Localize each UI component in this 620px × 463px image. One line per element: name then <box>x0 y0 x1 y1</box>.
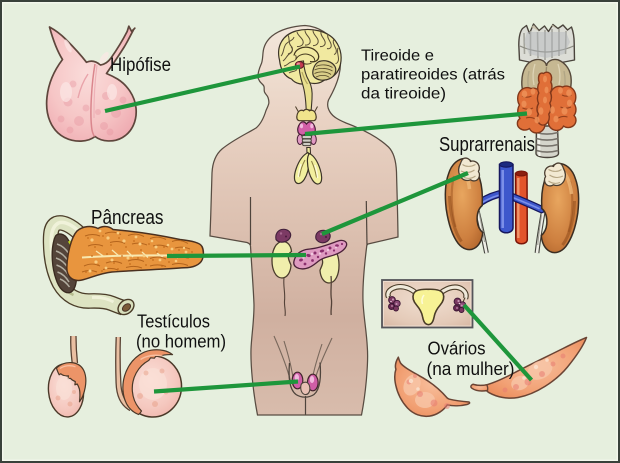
svg-text:Suprarrenais: Suprarrenais <box>439 134 535 156</box>
svg-text:Tireoide e: Tireoide e <box>361 48 434 65</box>
svg-text:paratireoides (atrás: paratireoides (atrás <box>361 67 505 84</box>
svg-text:Hipófise: Hipófise <box>110 54 171 76</box>
svg-text:(no homem): (no homem) <box>136 332 226 352</box>
svg-text:Ovários: Ovários <box>428 339 486 359</box>
svg-text:Testículos: Testículos <box>137 312 210 332</box>
svg-text:(na mulher): (na mulher) <box>427 359 515 379</box>
svg-text:Pâncreas: Pâncreas <box>91 207 164 229</box>
svg-text:da tireoide): da tireoide) <box>361 86 446 103</box>
